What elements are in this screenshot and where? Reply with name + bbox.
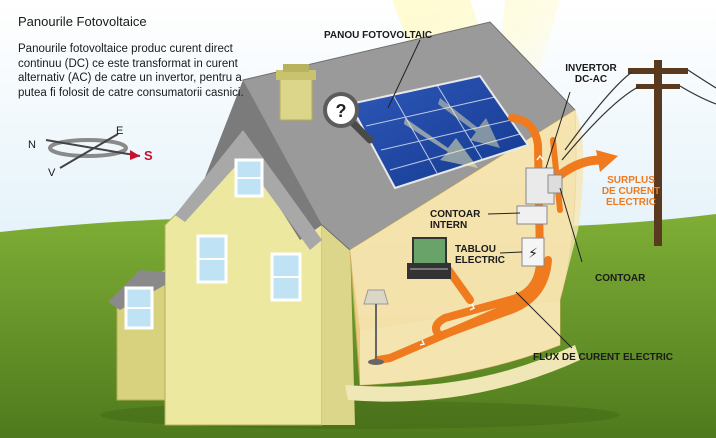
svg-text:⚡: ⚡: [528, 246, 538, 262]
label-panel-board: TABLOU ELECTRIC: [455, 244, 505, 266]
svg-text:?: ?: [336, 101, 347, 121]
tv-icon: [407, 237, 451, 279]
label-solar-panel: PANOU FOTOVOLTAIC: [324, 30, 433, 41]
lamp-icon: [363, 289, 389, 365]
label-current-flow: FLUX DE CURENT ELECTRIC: [533, 352, 673, 363]
label-inverter: INVERTOR DC-AC: [565, 63, 617, 85]
label-surplus-line3: ELECTRIC: [606, 197, 656, 208]
label-internal-meter-line1: CONTOAR: [430, 209, 481, 220]
label-surplus: SURPLUS DE CURENT ELECTRIC: [600, 175, 662, 208]
label-internal-meter: CONTOAR INTERN: [430, 209, 480, 231]
label-meter: CONTOAR: [595, 273, 646, 284]
diagram-title: Panourile Fotovoltaice: [18, 14, 147, 29]
label-panel-board-line1: TABLOU: [455, 244, 496, 255]
surplus-arrow: [555, 150, 618, 180]
label-inverter-line2: DC-AC: [574, 74, 608, 85]
internal-meter-box: [516, 205, 548, 225]
meter-box: [547, 174, 563, 194]
compass-south: S: [144, 148, 153, 163]
compass-west: V: [48, 167, 56, 179]
magnifier-question-icon: ?: [323, 92, 374, 144]
compass-east: E: [116, 125, 124, 137]
compass-icon: [45, 133, 141, 169]
label-inverter-line1: INVERTOR: [565, 63, 617, 74]
label-internal-meter-line2: INTERN: [430, 220, 468, 231]
label-surplus-line1: SURPLUS: [607, 175, 655, 186]
compass-north: N: [28, 139, 36, 151]
label-surplus-line2: DE CURENT: [601, 186, 661, 197]
diagram-description: Panourile fotovoltaice produc curent dir…: [18, 43, 244, 99]
label-panel-board-line2: ELECTRIC: [455, 255, 505, 266]
solar-panel: [348, 74, 530, 190]
utility-pole-icon: [561, 60, 716, 246]
